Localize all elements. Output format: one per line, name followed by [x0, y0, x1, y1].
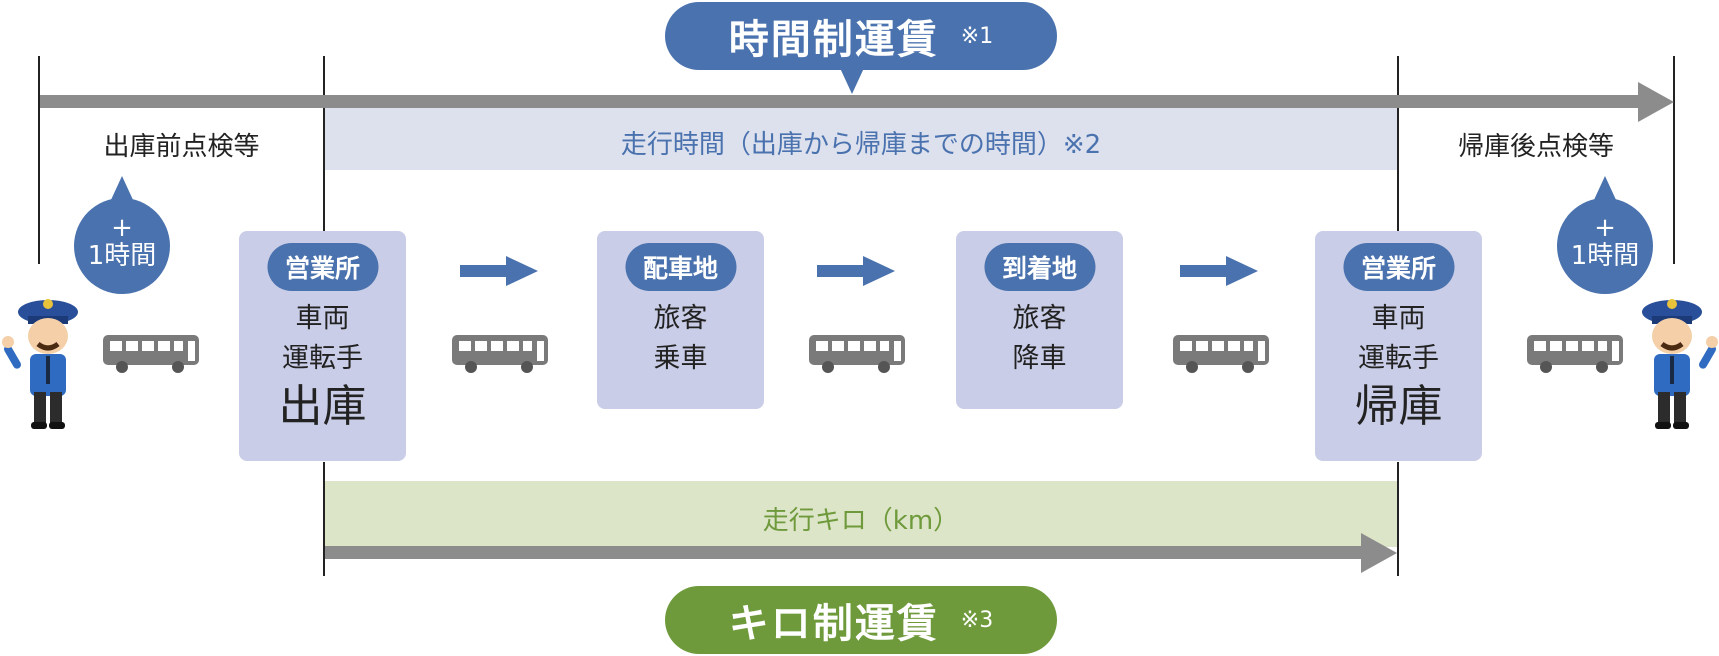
plus-sign: + [111, 213, 133, 243]
time-fare-note: ※1 [960, 23, 994, 49]
card-line: 乗車 [653, 343, 708, 374]
card-pickup: 配車地 旅客 乗車 [597, 231, 764, 409]
bus-icon [1173, 335, 1269, 373]
bus-icon [103, 335, 199, 373]
card-line: 運転手 [1358, 343, 1439, 374]
card-tag: 営業所 [266, 243, 379, 291]
km-fare-note: ※3 [960, 607, 994, 633]
driver-icon [1642, 299, 1718, 429]
card-big-label: 出庫 [278, 381, 367, 432]
driver-icon [2, 299, 78, 429]
boundary-line-right [1673, 56, 1675, 264]
time-bar [40, 95, 1644, 108]
time-fare-pill-pointer [840, 68, 864, 94]
travel-time-band [325, 108, 1397, 170]
card-line: 旅客 [653, 303, 708, 334]
card-destination: 到着地 旅客 降車 [956, 231, 1123, 409]
travel-km-band [325, 481, 1397, 547]
plus-one-hour-bubble-left: + 1時間 [74, 176, 170, 294]
card-line: 降車 [1012, 343, 1067, 374]
km-bar [325, 546, 1367, 559]
arrow-right-icon [817, 256, 895, 286]
card-big-label: 帰庫 [1354, 381, 1443, 432]
boundary-line-left [38, 56, 40, 264]
card-line: 車両 [1371, 303, 1426, 334]
arrow-right-icon [1180, 256, 1258, 286]
card-return-office: 営業所 車両 運転手 帰庫 [1315, 231, 1482, 461]
plus-one-hour-bubble-right: + 1時間 [1557, 176, 1653, 294]
card-tag: 配車地 [624, 243, 737, 291]
time-fare-title: 時間制運賃 [728, 17, 939, 63]
boundary-line-return [1397, 56, 1399, 232]
km-bar-arrowhead [1361, 533, 1397, 573]
travel-km-label: 走行キロ（km） [762, 506, 960, 536]
km-fare-title: キロ制運賃 [728, 601, 939, 647]
pre-inspection-label: 出庫前点検等 [103, 132, 260, 162]
bus-icon [1527, 335, 1623, 373]
card-line: 旅客 [1012, 303, 1067, 334]
card-depart-office: 営業所 車両 運転手 出庫 [239, 231, 406, 461]
km-fare-pill: キロ制運賃 ※3 [665, 586, 1057, 654]
post-inspection-label: 帰庫後点検等 [1457, 132, 1614, 162]
bus-icon [809, 335, 905, 373]
boundary-line-return-lower [1397, 462, 1399, 576]
card-line: 運転手 [282, 343, 363, 374]
arrow-right-icon [460, 256, 538, 286]
travel-time-label: 走行時間（出庫から帰庫までの時間）※2 [620, 130, 1102, 160]
bus-icon [452, 335, 548, 373]
plus-sign: + [1594, 213, 1616, 243]
one-hour-text: 1時間 [1570, 241, 1640, 271]
card-line: 車両 [295, 303, 350, 334]
boundary-line-depart [323, 56, 325, 232]
boundary-line-depart-lower [323, 462, 325, 576]
card-tag: 営業所 [1342, 243, 1455, 291]
card-tag: 到着地 [983, 243, 1096, 291]
one-hour-text: 1時間 [87, 241, 157, 271]
time-bar-arrowhead [1638, 82, 1674, 122]
time-fare-pill: 時間制運賃 ※1 [665, 2, 1057, 70]
